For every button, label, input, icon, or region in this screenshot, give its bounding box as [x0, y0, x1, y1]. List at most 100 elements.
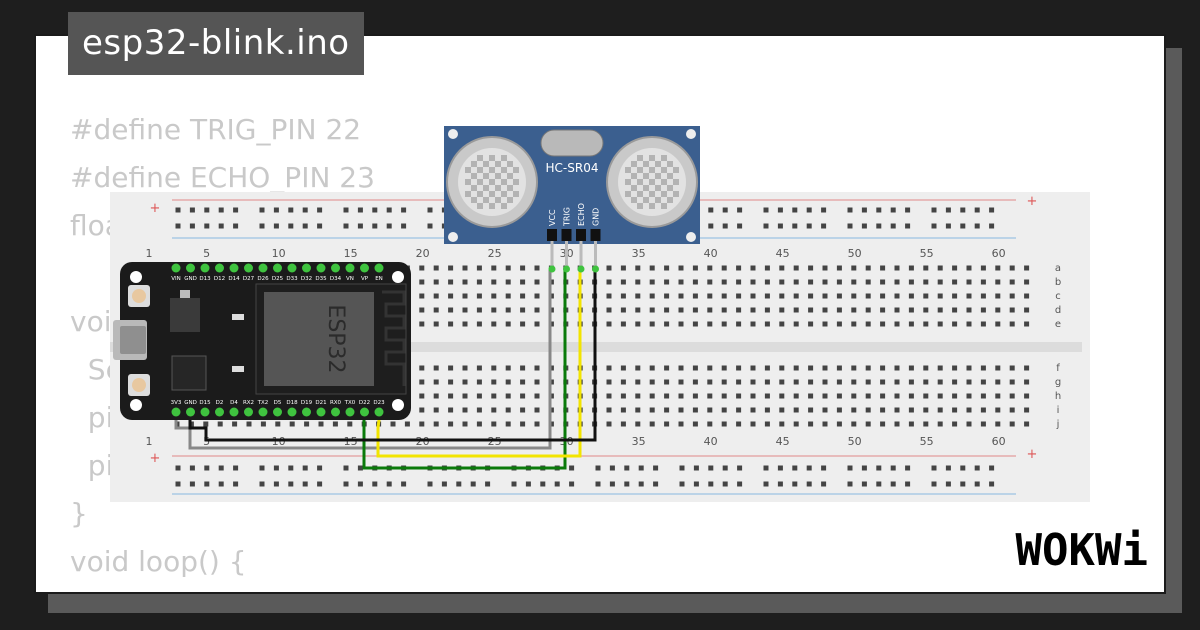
- breadboard-hole: [448, 293, 454, 299]
- breadboard-hole: [448, 421, 454, 427]
- breadboard-hole: [945, 465, 951, 471]
- breadboard-hole: [433, 307, 439, 313]
- column-number: 5: [203, 247, 210, 260]
- breadboard-hole: [347, 421, 353, 427]
- esp32-pin-top[interactable]: [258, 263, 268, 273]
- mesh-cell: [495, 173, 501, 179]
- breadboard-hole: [836, 393, 842, 399]
- breadboard-hole: [880, 279, 886, 285]
- esp32-pin-top[interactable]: [287, 263, 297, 273]
- breadboard-hole: [822, 307, 828, 313]
- row-letter: h: [1055, 391, 1061, 402]
- breadboard-hole: [908, 365, 914, 371]
- breadboard-hole: [448, 321, 454, 327]
- breadboard-hole: [822, 265, 828, 271]
- breadboard-hole: [386, 481, 392, 487]
- breadboard-hole: [462, 379, 468, 385]
- esp32-pin-bottom[interactable]: [360, 407, 369, 417]
- breadboard-hole: [419, 321, 425, 327]
- breadboard-labels: 1155101015152020252530303535404045455050…: [146, 247, 1062, 448]
- breadboard-hole: [750, 307, 756, 313]
- sensor-pin-tip[interactable]: [592, 265, 599, 273]
- breadboard-hole: [386, 223, 392, 229]
- esp32-pin-top[interactable]: [316, 263, 326, 273]
- breadboard-hole: [390, 421, 396, 427]
- breadboard-hole: [448, 265, 454, 271]
- esp32-pin-bottom[interactable]: [200, 407, 210, 417]
- esp32-pin-label: D35: [315, 276, 327, 282]
- esp32-pin-label: TX2: [257, 400, 269, 406]
- esp32-pin-bottom[interactable]: [186, 407, 195, 417]
- mesh-cell: [673, 179, 679, 185]
- breadboard-hole: [707, 393, 713, 399]
- sensor-pin-tip[interactable]: [548, 265, 556, 273]
- breadboard-hole: [880, 421, 886, 427]
- esp32-pin-bottom[interactable]: [331, 407, 340, 417]
- breadboard-hole: [189, 207, 195, 213]
- breadboard-hole: [880, 393, 886, 399]
- breadboard-hole: [273, 207, 279, 213]
- file-title-tab[interactable]: esp32-blink.ino: [68, 12, 364, 75]
- breadboard-hole: [433, 365, 439, 371]
- breadboard-hole: [707, 365, 713, 371]
- esp32-pin-bottom[interactable]: [215, 407, 224, 417]
- esp32-pin-bottom[interactable]: [171, 407, 181, 417]
- breadboard-hole: [259, 223, 265, 229]
- esp32-pin-bottom[interactable]: [302, 407, 311, 417]
- esp32-pin-bottom[interactable]: [316, 407, 326, 417]
- esp32-pin-top[interactable]: [244, 263, 253, 273]
- breadboard-hole: [937, 365, 943, 371]
- esp32-pin-top[interactable]: [302, 263, 311, 273]
- breadboard-hole: [476, 365, 482, 371]
- breadboard-hole: [966, 265, 972, 271]
- breadboard-hole: [620, 307, 626, 313]
- esp32-pin-bottom[interactable]: [258, 407, 268, 417]
- plus-marker: +: [150, 451, 161, 466]
- esp32-pin-top[interactable]: [215, 263, 224, 273]
- esp32-pin-bottom[interactable]: [244, 407, 253, 417]
- breadboard-hole: [851, 265, 857, 271]
- breadboard-hole: [491, 293, 497, 299]
- breadboard-hole: [931, 207, 937, 213]
- breadboard-hole: [707, 265, 713, 271]
- breadboard-hole: [894, 365, 900, 371]
- esp32-pin-top[interactable]: [171, 263, 181, 273]
- breadboard-hole: [476, 279, 482, 285]
- breadboard-hole: [505, 379, 511, 385]
- esp32-pin-bottom[interactable]: [287, 407, 297, 417]
- mesh-cell: [507, 161, 513, 167]
- esp32-pin-bottom[interactable]: [374, 407, 384, 417]
- code-line: #define TRIG_PIN 22: [70, 113, 362, 146]
- esp32-pin-top[interactable]: [345, 263, 355, 273]
- esp32-pin-bottom[interactable]: [229, 407, 239, 417]
- breadboard-hole: [905, 223, 911, 229]
- esp32-pin-top[interactable]: [200, 263, 210, 273]
- esp32-pin-top[interactable]: [374, 263, 384, 273]
- breadboard-hole: [692, 407, 698, 413]
- esp32-pin-top[interactable]: [331, 263, 340, 273]
- breadboard-hole: [448, 407, 454, 413]
- mesh-cell: [649, 179, 655, 185]
- breadboard-hole: [357, 207, 363, 213]
- esp32-pin-top[interactable]: [273, 263, 282, 273]
- wokwi-logo[interactable]: WOKWi: [1016, 525, 1148, 576]
- breadboard-hole: [836, 279, 842, 285]
- esp32-pin-bottom[interactable]: [345, 407, 355, 417]
- breadboard-hole: [876, 481, 882, 487]
- esp32-pin-bottom[interactable]: [273, 407, 282, 417]
- esp32-pin-top[interactable]: [229, 263, 239, 273]
- breadboard-hole: [534, 293, 540, 299]
- breadboard-hole: [960, 481, 966, 487]
- esp32-pin-top[interactable]: [186, 263, 195, 273]
- sensor-pin-tip[interactable]: [563, 265, 570, 273]
- esp32-pin-top[interactable]: [360, 263, 369, 273]
- breadboard-hole: [960, 207, 966, 213]
- sensor-pin-tip[interactable]: [577, 265, 585, 273]
- breadboard-hole: [218, 481, 224, 487]
- usb-port-inner: [120, 326, 146, 354]
- breadboard-hole: [520, 265, 526, 271]
- breadboard-hole: [721, 265, 727, 271]
- breadboard-hole: [736, 365, 742, 371]
- breadboard-hole: [302, 465, 308, 471]
